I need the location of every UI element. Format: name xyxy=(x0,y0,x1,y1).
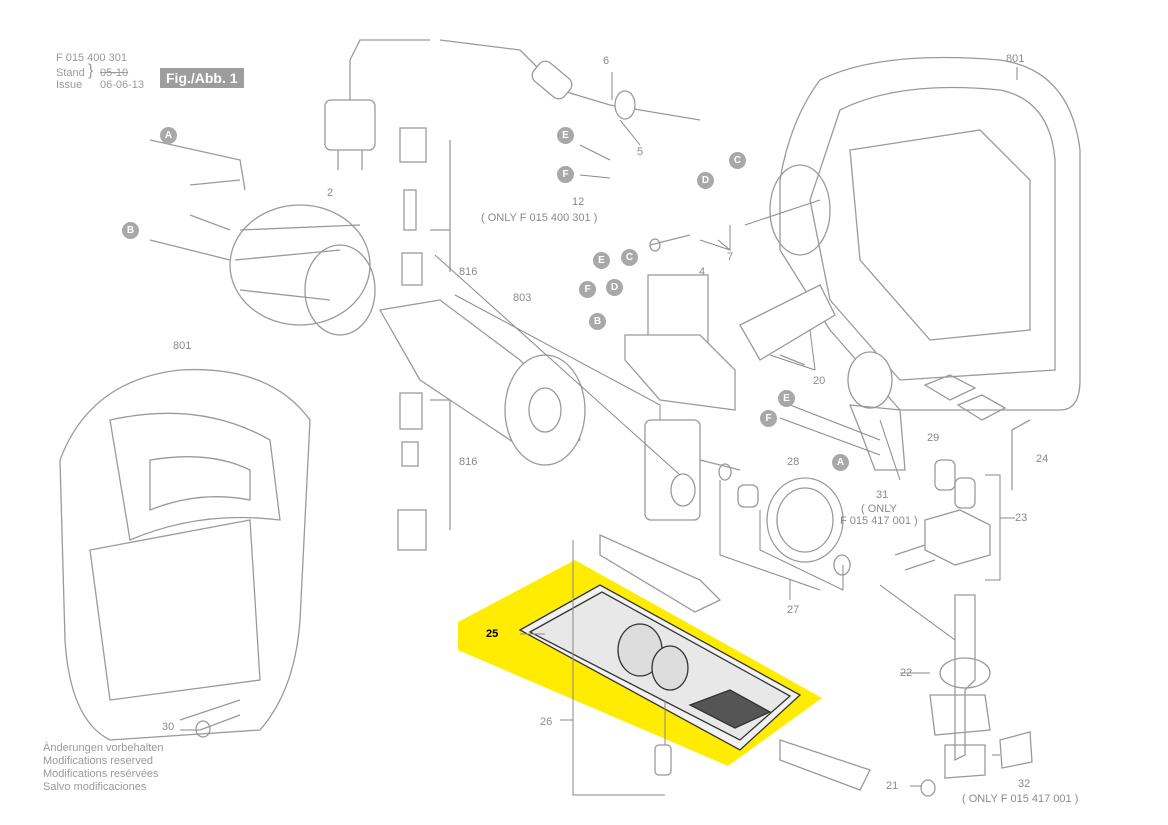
power-cord-part-6 xyxy=(324,39,701,170)
callout-f: F xyxy=(579,281,596,298)
part-label: 21 xyxy=(886,780,899,792)
part-label: 28 xyxy=(787,456,800,468)
plunger-part-22 xyxy=(929,594,991,779)
notice-fr: Modifications resérvées xyxy=(43,768,159,780)
callout-f: F xyxy=(760,410,777,427)
notice-en: Modifications reserved xyxy=(43,755,154,767)
callout-a: A xyxy=(160,127,177,144)
document-number: F 015 400 301 xyxy=(56,52,127,64)
blade-clamp-parts xyxy=(599,533,871,791)
part-label: 24 xyxy=(1036,453,1049,465)
part-label: 803 xyxy=(513,292,532,304)
part-label: 12 xyxy=(572,196,585,208)
part-label: 30 xyxy=(162,721,175,733)
part-label-highlighted: 25 xyxy=(486,628,499,640)
callout-b: B xyxy=(122,222,139,239)
part-label: 27 xyxy=(787,604,800,616)
callout-f: F xyxy=(557,166,574,183)
field-coil-part-2 xyxy=(149,139,376,336)
screws xyxy=(195,234,936,797)
part-label: 801 xyxy=(173,340,192,352)
part-label: 816 xyxy=(459,266,478,278)
housing-half-right-part-801 xyxy=(769,56,1081,411)
part-label: 816 xyxy=(459,456,478,468)
switch-part-4 xyxy=(624,274,736,411)
leader-lines xyxy=(180,67,1018,796)
pin-part-24 xyxy=(1011,419,1031,490)
part-label: 6 xyxy=(603,55,610,67)
pads-part-29 xyxy=(923,374,1007,421)
part-label: 5 xyxy=(637,146,644,158)
part-note: ( ONLY F 015 417 001 ) xyxy=(962,793,1079,805)
modifications-notice: Änderungen vorbehalten Modifications res… xyxy=(43,742,163,794)
guide-roller-part-23 xyxy=(894,459,991,571)
gear-part-28 xyxy=(737,477,851,576)
callout-e: E xyxy=(778,390,795,407)
bearing-block xyxy=(644,419,741,521)
housing-half-left-part-801 xyxy=(59,368,311,741)
callout-c: C xyxy=(729,152,746,169)
brace-icon: } xyxy=(88,62,94,79)
callout-d: D xyxy=(606,279,623,296)
notice-es: Salvo modificaciones xyxy=(43,781,147,793)
issue-value: 06-06-13 xyxy=(100,79,145,91)
callout-e: E xyxy=(593,252,610,269)
part-label: 20 xyxy=(813,375,826,387)
label-part-32 xyxy=(999,731,1033,769)
figure-label: Fig./Abb. 1 xyxy=(160,68,244,88)
components-20-31 xyxy=(739,284,906,471)
callout-d: D xyxy=(697,172,714,189)
callout-a: A xyxy=(832,454,849,471)
issue-label: Issue xyxy=(56,79,83,91)
armature-part-803 xyxy=(378,299,586,466)
stand-value: 05-10 xyxy=(100,67,129,79)
part-label: 26 xyxy=(540,716,553,728)
part-label: 32 xyxy=(1018,778,1031,790)
callout-e: E xyxy=(557,127,574,144)
carbon-brushes-part-816 xyxy=(397,127,451,551)
part-label: 22 xyxy=(900,667,913,679)
part-label: 2 xyxy=(327,187,334,199)
part-label: 23 xyxy=(1015,512,1028,524)
part-label: 29 xyxy=(927,432,940,444)
stand-label: Stand xyxy=(56,67,85,79)
baseplate-part-25 xyxy=(518,584,802,751)
part-label: 7 xyxy=(727,251,734,263)
notice-de: Änderungen vorbehalten xyxy=(43,742,164,754)
part-note: F 015 417 001 ) xyxy=(840,515,918,527)
callout-c: C xyxy=(621,249,638,266)
part-note: ( ONLY xyxy=(861,503,897,515)
callout-b: B xyxy=(589,313,606,330)
part-label: 4 xyxy=(699,266,706,278)
part-label: 31 xyxy=(876,489,889,501)
part-label: 801 xyxy=(1006,53,1025,65)
part-note: ( ONLY F 015 400 301 ) xyxy=(481,212,598,224)
